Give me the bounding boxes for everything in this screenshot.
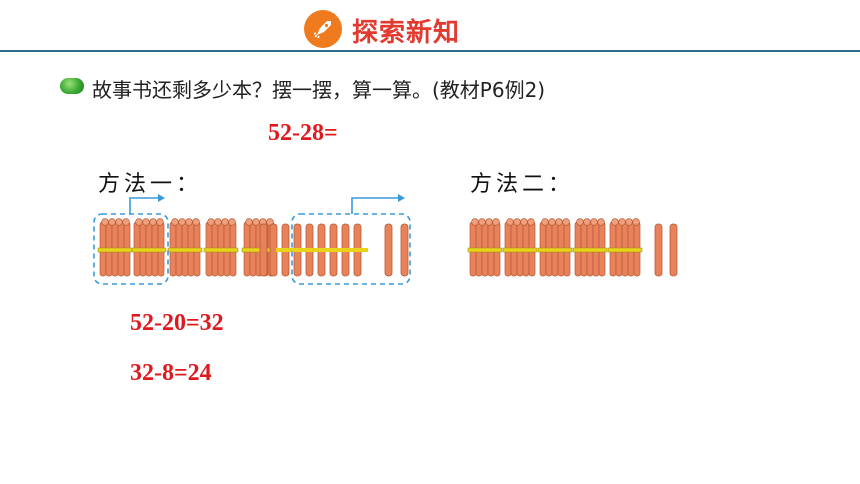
bundle-m2-2 [502, 218, 538, 277]
bundle-m2-4 [572, 218, 608, 277]
loose-band [276, 248, 368, 252]
method-two-sticks [467, 218, 678, 277]
bundle-2 [131, 218, 167, 277]
single-stick-1 [384, 223, 393, 277]
single-stick-2 [400, 223, 409, 277]
bundle-3 [167, 218, 203, 277]
loose-stick-1 [259, 223, 268, 277]
step-two-equation: 32-8=24 [130, 360, 212, 386]
arrow-icon [351, 197, 400, 214]
dashed-box-tens [93, 213, 169, 285]
single-stick-m2-1 [654, 223, 663, 277]
method-two-label: 方法二： [470, 172, 575, 197]
bundle-m2-3 [537, 218, 573, 277]
bullet-icon [60, 78, 84, 94]
rocket-icon [304, 10, 342, 48]
single-stick-m2-2 [669, 223, 678, 277]
bundle-1 [97, 218, 133, 277]
bundle-4 [203, 218, 239, 277]
section-title: 探索新知 [352, 18, 461, 48]
problem-expression: 52-28= [268, 120, 338, 146]
question-text: 故事书还剩多少本？摆一摆，算一算。(教材P6例2) [92, 78, 546, 102]
header-divider [0, 50, 860, 52]
loose-stick-2 [269, 223, 278, 277]
method-one-label: 方法一： [98, 172, 203, 197]
arrow-icon [129, 197, 160, 214]
step-one-equation: 52-20=32 [130, 310, 224, 336]
bundle-m2-5 [607, 218, 643, 277]
bundle-m2-1 [467, 218, 503, 277]
method-one-sticks [93, 194, 411, 285]
